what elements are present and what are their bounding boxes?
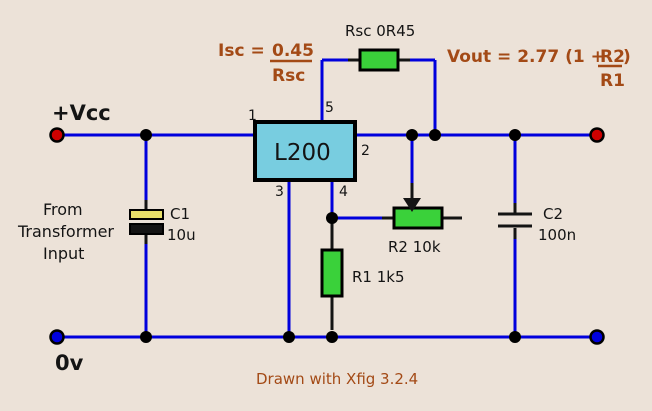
junction-out-rsc	[429, 129, 441, 141]
junction-gnd-r1	[326, 331, 338, 343]
formula-vout-numerator: R2	[600, 47, 625, 67]
chip-pin-5-number: 5	[325, 100, 334, 116]
terminal-gnd-left	[49, 329, 65, 345]
junction-out-c2	[509, 129, 521, 141]
formula-vout-denominator: R1	[600, 71, 625, 91]
terminals	[49, 127, 605, 345]
junction-out-r2wiper	[406, 129, 418, 141]
resistor-r1-label: R1 1k5	[352, 268, 405, 286]
formula-isc: Isc = 0.45 Rsc	[218, 41, 314, 86]
junction-gnd-c2	[509, 331, 521, 343]
label-ground: 0v	[55, 351, 84, 375]
capacitor-c1	[129, 209, 164, 235]
junction-pin4-node	[326, 212, 338, 224]
capacitor-c1-value: 10u	[167, 226, 196, 244]
capacitor-c2	[498, 212, 532, 228]
potentiometer-wiper-arrow	[403, 198, 421, 212]
junction-gnd-pin3	[283, 331, 295, 343]
formula-isc-denominator: Rsc	[272, 66, 305, 86]
resistor-r1	[320, 248, 344, 298]
chip-pin-4-number: 4	[339, 184, 348, 200]
formula-vout: Vout = 2.77 (1 + R2 ) R1	[447, 47, 631, 91]
source-note-line3: Input	[43, 244, 84, 263]
source-note-line1: From	[43, 200, 83, 219]
chip-pin-3-number: 3	[275, 184, 284, 200]
formula-vout-main: Vout = 2.77 (1 +	[447, 47, 605, 67]
terminal-vout	[589, 127, 605, 143]
capacitor-c1-ref: C1	[170, 205, 190, 223]
junction-vcc-c1	[140, 129, 152, 141]
chip-l200-name: L200	[274, 140, 331, 166]
terminal-gnd-right	[589, 329, 605, 345]
chip-l200	[253, 120, 357, 182]
junction-gnd-c1	[140, 331, 152, 343]
formula-isc-numerator: 0.45	[272, 41, 314, 61]
formula-vout-close: )	[623, 47, 631, 67]
chip-pin-2-number: 2	[361, 143, 370, 159]
chip-pin-1-number: 1	[248, 108, 257, 124]
potentiometer-r2-label: R2 10k	[388, 238, 441, 256]
potentiometer-r2	[392, 198, 444, 230]
label-vcc: +Vcc	[52, 101, 111, 125]
resistor-rsc	[358, 48, 400, 72]
formula-isc-lhs: Isc =	[218, 41, 265, 61]
junction-dots	[140, 129, 521, 343]
capacitor-c2-value: 100n	[538, 226, 576, 244]
source-note-line2: Transformer	[17, 222, 114, 241]
capacitor-c2-ref: C2	[543, 205, 563, 223]
diagram-caption: Drawn with Xfig 3.2.4	[256, 370, 418, 388]
terminal-vcc-input	[49, 127, 65, 143]
resistor-rsc-label: Rsc 0R45	[345, 22, 415, 40]
